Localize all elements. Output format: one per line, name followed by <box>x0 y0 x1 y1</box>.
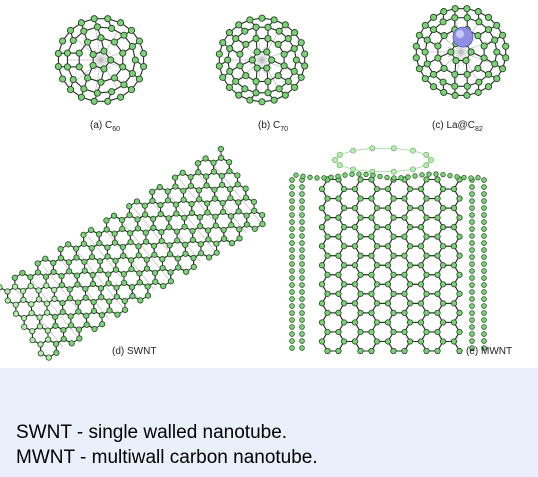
swnt-tube <box>0 145 266 361</box>
caption-mwnt: (e) MWNT <box>466 346 513 357</box>
caption-swnt: (d) SWNT <box>112 346 157 357</box>
nanostructure-figure: (a) C60 (b) C70 (c) La@C82 (d) SWNT (e) … <box>0 0 538 368</box>
fullerene-c60 <box>54 15 148 105</box>
legend-mwnt: MWNT - multiwall carbon nanotube. <box>16 447 318 468</box>
nanostructure-illustration <box>0 5 510 361</box>
caption-la-c82: (c) La@C82 <box>432 120 483 133</box>
legend-swnt: SWNT - single walled nanotube. <box>16 422 288 443</box>
caption-c60: (a) C60 <box>90 120 121 133</box>
fullerene-la-c82 <box>412 5 510 99</box>
caption-c70: (b) C70 <box>258 120 289 133</box>
mwnt-tube <box>289 145 487 355</box>
fullerene-c70 <box>215 14 309 106</box>
